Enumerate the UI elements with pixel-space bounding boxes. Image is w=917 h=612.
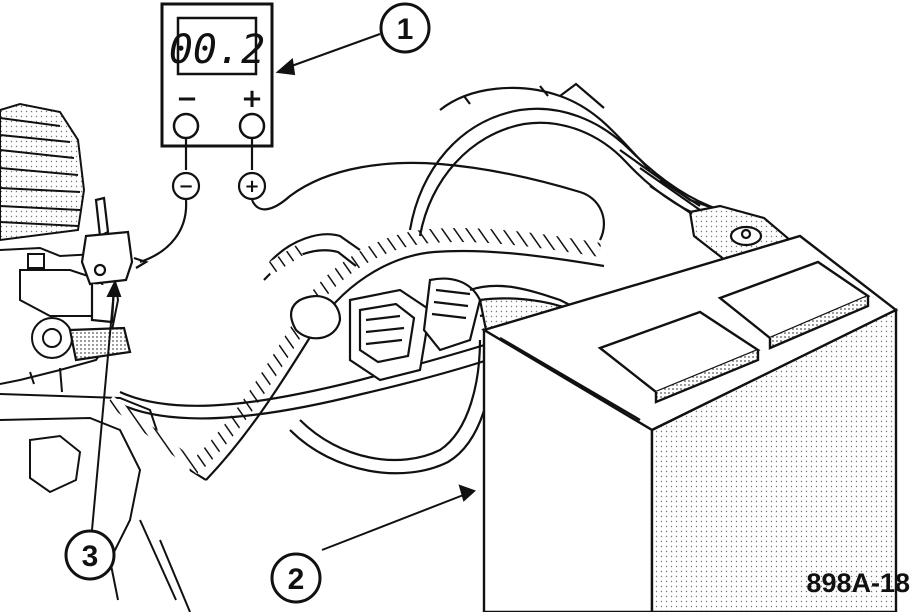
wire-harness <box>106 82 731 481</box>
callout-1: 1 <box>379 2 431 54</box>
voltmeter: 00.2 − + <box>160 2 274 148</box>
negative-probe-marker <box>171 171 201 201</box>
test-leads <box>133 138 605 269</box>
engine-block <box>0 102 191 612</box>
positive-probe-sign: + <box>244 176 259 197</box>
voltmeter-negative-jack <box>172 112 200 140</box>
callout-leaders <box>91 33 476 551</box>
negative-probe-sign: − <box>178 176 193 197</box>
callout-3: 3 <box>64 529 116 581</box>
voltmeter-reading: 00.2 <box>169 27 265 73</box>
callout-3-label: 3 <box>82 540 99 573</box>
probe-markers: − + <box>171 171 267 201</box>
voltmeter-positive-jack <box>238 112 266 140</box>
figure-code: 898A-18 <box>806 568 910 598</box>
callout-1-label: 1 <box>397 13 414 46</box>
voltmeter-negative-sign: − <box>176 84 198 114</box>
voltmeter-positive-sign: + <box>241 84 263 114</box>
callout-2: 2 <box>270 552 322 604</box>
battery <box>481 234 899 612</box>
voltmeter-display <box>176 16 258 76</box>
positive-probe-marker <box>237 171 267 201</box>
callout-2-label: 2 <box>288 563 305 596</box>
